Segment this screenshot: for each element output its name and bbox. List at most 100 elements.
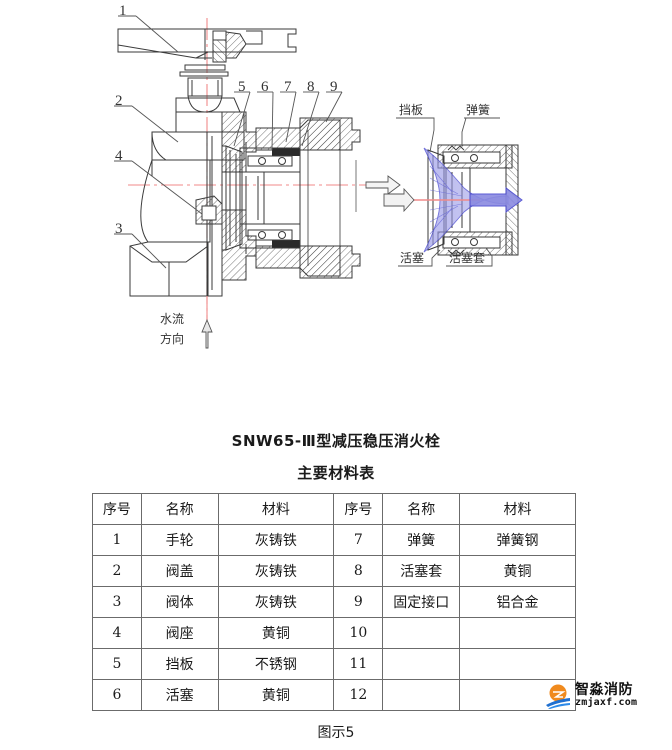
leader-2 xyxy=(131,105,179,143)
flow-direction-label-line1: 水流 xyxy=(160,312,185,326)
cell-index-right: 9 xyxy=(333,586,384,618)
leader-baffle xyxy=(396,117,435,153)
callout-8: 8 xyxy=(307,79,315,95)
fixed-coupling-top xyxy=(299,117,361,151)
detail-flow-plume xyxy=(383,147,523,253)
handwheel-left-rim xyxy=(117,28,206,53)
technical-drawing: 1 2 4 3 5 6 7 8 9 水流 方向 挡板 弹簧 活塞 活塞套 xyxy=(114,3,523,349)
cell-index-left: 4 xyxy=(92,617,142,649)
drawing-svg xyxy=(114,15,523,349)
cell-name-right: 固定接口 xyxy=(382,586,461,618)
section-callout-leaders xyxy=(114,15,343,269)
cell-index-left: 3 xyxy=(92,586,142,618)
callout-3: 3 xyxy=(115,221,123,237)
section-view-geometry xyxy=(117,18,392,320)
leader-6 xyxy=(271,91,274,151)
sleeve-seal-bottom xyxy=(272,240,300,248)
header-name-left: 名称 xyxy=(140,493,219,525)
callout-6: 6 xyxy=(261,79,269,95)
table-header-row: 序号 名称 材料 序号 名称 材料 xyxy=(92,493,576,525)
leader-9 xyxy=(325,91,343,123)
flow-direction-indicator xyxy=(201,296,213,349)
flow-outlet-arrow xyxy=(469,187,523,213)
callout-1: 1 xyxy=(119,3,127,19)
leader-piston xyxy=(398,249,441,267)
cell-name-right xyxy=(382,679,461,711)
cell-material-left: 黄铜 xyxy=(217,679,335,711)
bonnet-nut xyxy=(175,97,241,113)
header-material-right: 材料 xyxy=(459,493,576,525)
cell-material-left: 灰铸铁 xyxy=(217,555,335,587)
cell-index-left: 1 xyxy=(92,524,142,556)
leader-piston-sleeve xyxy=(446,247,493,267)
spring-coil-top xyxy=(447,145,465,151)
cell-material-left: 黄铜 xyxy=(217,617,335,649)
detail-callout-leaders xyxy=(396,117,500,267)
cell-material-right: 黄铜 xyxy=(459,555,576,587)
base-bevel xyxy=(129,245,209,263)
cell-name-left: 手轮 xyxy=(140,524,219,556)
leader-3 xyxy=(131,233,167,269)
flow-arrow-up xyxy=(201,318,213,349)
cell-name-right xyxy=(382,617,461,649)
cell-name-right xyxy=(382,648,461,680)
callout-9: 9 xyxy=(330,79,338,95)
cell-index-right: 8 xyxy=(333,555,384,587)
leader-1 xyxy=(135,15,179,53)
table-title: 主要材料表 xyxy=(297,464,375,482)
callout-7: 7 xyxy=(284,79,292,95)
cell-index-left: 5 xyxy=(92,648,142,680)
table-row: 5 挡板 不锈钢 11 xyxy=(92,648,576,680)
header-index-right: 序号 xyxy=(333,493,384,525)
detail-label-baffle: 挡板 xyxy=(399,103,424,117)
brand-url: zmjaxf.com xyxy=(575,697,638,709)
cell-material-left: 灰铸铁 xyxy=(217,586,335,618)
cell-name-left: 阀盖 xyxy=(140,555,219,587)
leader-4 xyxy=(131,160,203,215)
cell-material-left: 灰铸铁 xyxy=(217,524,335,556)
cell-material-right xyxy=(459,617,576,649)
table-row: 3 阀体 灰铸铁 9 固定接口 铝合金 xyxy=(92,586,576,618)
spring-coil-bottom xyxy=(447,249,465,255)
cell-index-right: 12 xyxy=(333,679,384,711)
flow-streamlines xyxy=(429,165,463,235)
body-core xyxy=(206,131,223,297)
stem-collar xyxy=(187,77,223,97)
header-name-right: 名称 xyxy=(382,493,461,525)
cell-material-right: 铝合金 xyxy=(459,586,576,618)
detail-label-piston: 活塞 xyxy=(400,251,425,265)
cell-name-left: 阀座 xyxy=(140,617,219,649)
header-index-left: 序号 xyxy=(92,493,142,525)
flow-inlet-arrow xyxy=(383,187,415,213)
fixed-coupling-bottom xyxy=(299,245,361,279)
leader-5 xyxy=(233,91,251,147)
detail-baffle xyxy=(427,149,445,251)
watermark: 智淼消防 zmjaxf.com xyxy=(545,683,637,709)
cell-index-left: 6 xyxy=(92,679,142,711)
view-transition-arrow xyxy=(355,160,401,212)
cell-index-right: 11 xyxy=(333,648,384,680)
cell-name-right: 活塞套 xyxy=(382,555,461,587)
cell-index-right: 10 xyxy=(333,617,384,649)
cell-name-left: 阀体 xyxy=(140,586,219,618)
callout-2: 2 xyxy=(115,93,123,109)
cell-index-right: 7 xyxy=(333,524,384,556)
product-title: SNW65-Ⅲ型减压稳压消火栓 xyxy=(231,432,441,450)
table-row: 2 阀盖 灰铸铁 8 活塞套 黄铜 xyxy=(92,555,576,587)
arrow-to-detail xyxy=(365,175,401,195)
cell-name-right: 弹簧 xyxy=(382,524,461,556)
brand-name: 智淼消防 xyxy=(575,682,633,699)
brand-logo-icon xyxy=(546,684,570,709)
table-row: 4 阀座 黄铜 10 xyxy=(92,617,576,649)
figure-caption: 图示5 xyxy=(317,725,355,741)
leader-8 xyxy=(301,91,320,147)
baffle-plate xyxy=(225,145,243,251)
handwheel-spokes xyxy=(117,31,212,60)
callout-4: 4 xyxy=(115,148,123,164)
table-row: 6 活塞 黄铜 12 xyxy=(92,679,576,711)
sleeve-seal-top xyxy=(272,148,300,156)
gland-nut xyxy=(184,64,226,71)
leader-7 xyxy=(285,91,297,143)
cell-material-left: 不锈钢 xyxy=(217,648,335,680)
callout-5: 5 xyxy=(238,79,246,95)
